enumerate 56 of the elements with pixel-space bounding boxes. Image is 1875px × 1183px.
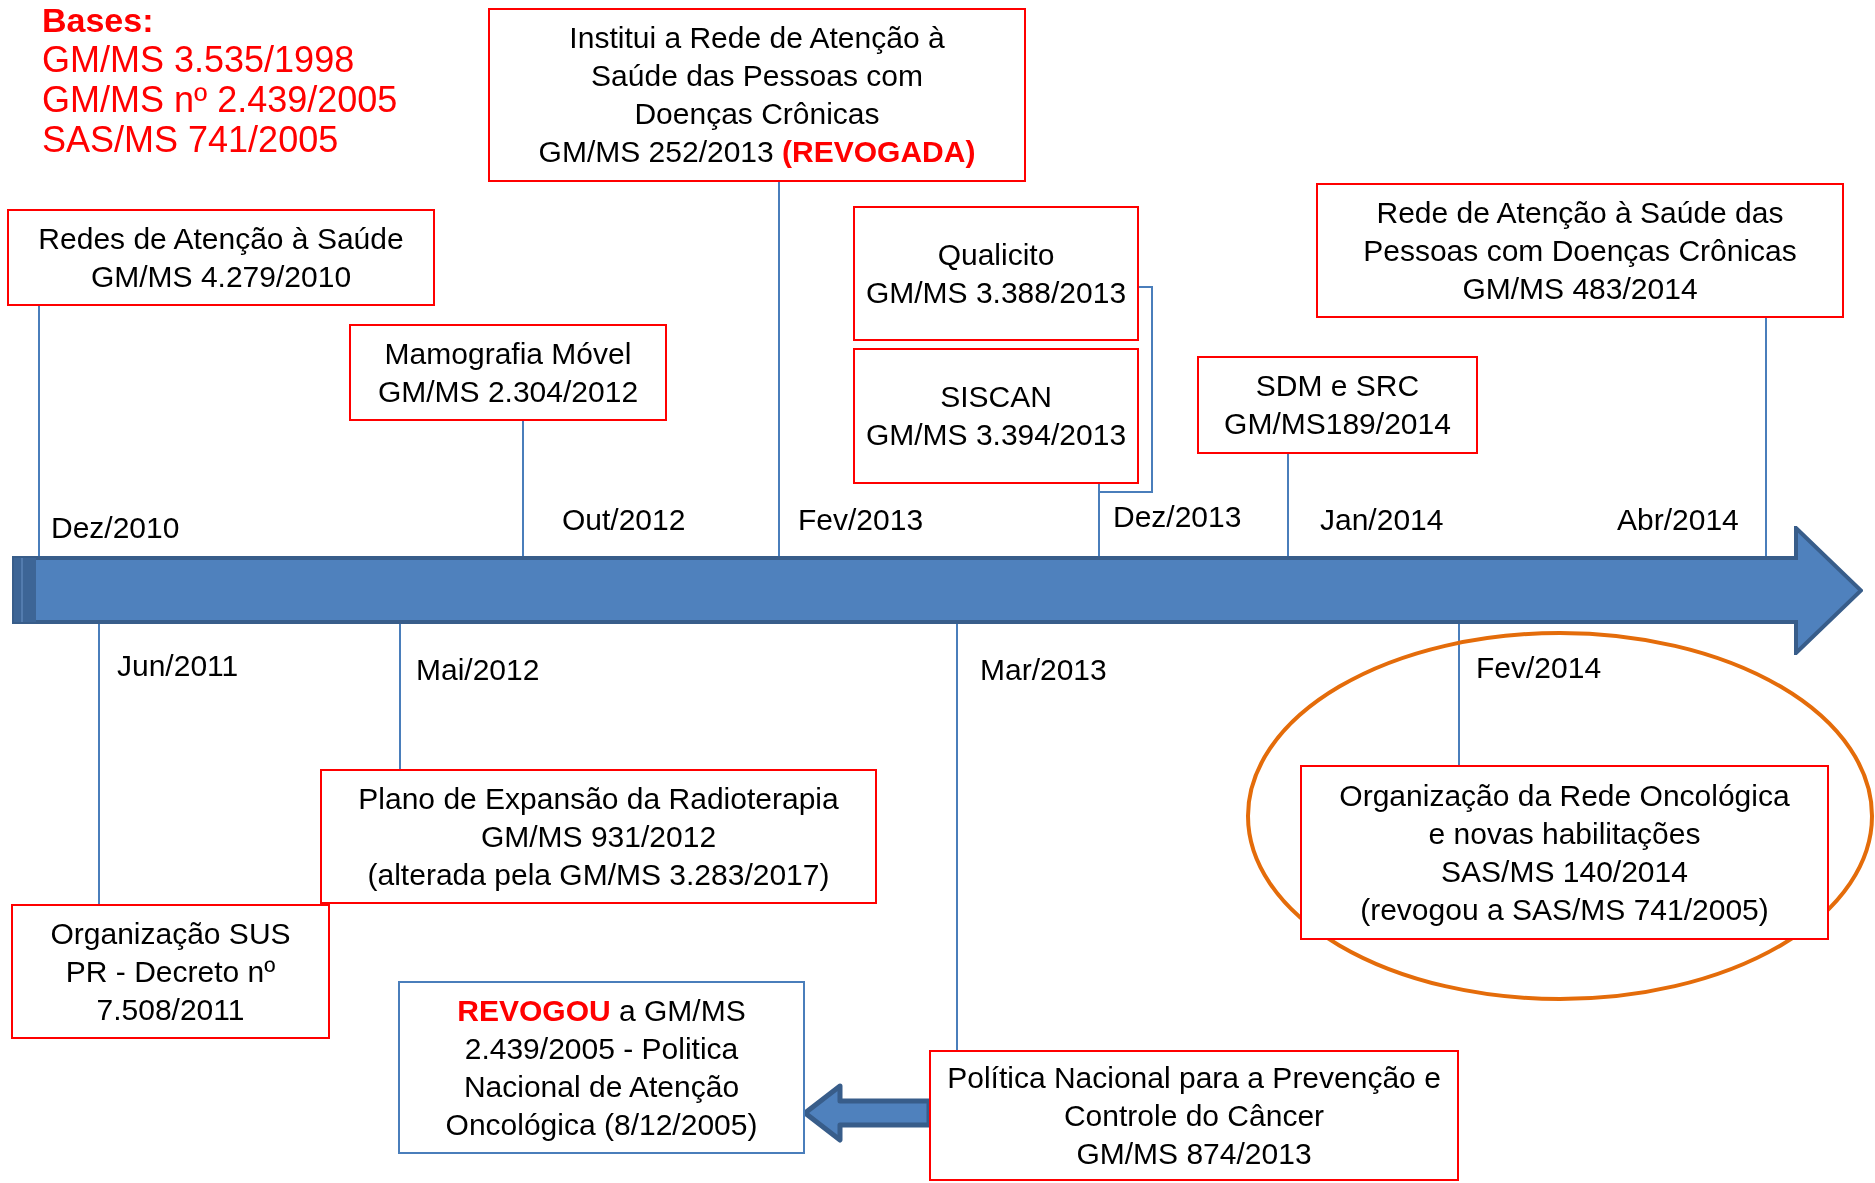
text-box bbox=[11, 904, 330, 1039]
text-box bbox=[7, 209, 435, 306]
text-box bbox=[320, 769, 877, 904]
box-text: GM/MS 874/2013 bbox=[1076, 1135, 1312, 1172]
text-box bbox=[398, 981, 805, 1154]
box-text: GM/MS 3.388/2013 bbox=[865, 274, 1127, 311]
box-text: GM/MS 483/2014 bbox=[1462, 270, 1698, 307]
text-box bbox=[929, 1050, 1459, 1181]
block-arrow bbox=[802, 1083, 932, 1143]
connector-line bbox=[38, 305, 40, 559]
connector-line bbox=[1765, 317, 1767, 559]
box-text: Plano de Expansão da Radioterapia bbox=[358, 780, 839, 817]
box-text: SAS/MS 140/2014 bbox=[1441, 853, 1688, 890]
date-label: Out/2012 bbox=[562, 502, 686, 538]
box-text: GM/MS189/2014 bbox=[1224, 406, 1451, 442]
box-text: GM/MS 3.394/2013 bbox=[865, 417, 1127, 453]
box-text: Rede de Atenção à Saúde das Pessoas com Doenças Crônicas bbox=[1362, 194, 1798, 269]
date-label: Fev/2013 bbox=[798, 502, 924, 538]
date-label: Abr/2014 bbox=[1617, 502, 1739, 538]
date-label: Jan/2014 bbox=[1320, 502, 1444, 538]
note-text: Bases: bbox=[42, 0, 154, 40]
connector-line bbox=[778, 181, 780, 559]
box-text: GM/MS 2.304/2012 bbox=[377, 373, 639, 410]
date-label: Dez/2010 bbox=[51, 510, 180, 546]
note-text: GM/MS nº 2.439/2005 bbox=[42, 80, 398, 120]
box-text: (revogou a SAS/MS 741/2005) bbox=[1360, 891, 1769, 928]
text-box bbox=[853, 348, 1139, 484]
text-box bbox=[853, 206, 1139, 341]
box-text: Redes de Atenção à Saúde bbox=[38, 220, 404, 257]
connector-line bbox=[522, 420, 524, 559]
date-label: Mar/2013 bbox=[980, 652, 1107, 688]
note-text: GM/MS 3.535/1998 bbox=[42, 40, 355, 80]
text-box bbox=[1300, 765, 1829, 940]
text-box bbox=[1316, 183, 1844, 318]
box-text: Qualicito bbox=[937, 236, 1055, 273]
connector-line bbox=[1287, 453, 1289, 559]
text-box bbox=[488, 8, 1026, 182]
box-text: Institui a Rede de Atenção à Saúde das Pessoas com Doenças Crônicas bbox=[568, 20, 946, 132]
box-text: GM/MS 931/2012 bbox=[480, 818, 717, 855]
box-text: Organização da Rede Oncológica e novas habilitações bbox=[1338, 777, 1791, 852]
text-box bbox=[349, 324, 667, 421]
box-text: Mamografia Móvel bbox=[384, 335, 632, 372]
date-label: Dez/2013 bbox=[1113, 499, 1242, 535]
date-label: Jun/2011 bbox=[117, 648, 239, 684]
date-label: Fev/2014 bbox=[1476, 650, 1602, 686]
box-text: SDM e SRC bbox=[1255, 368, 1420, 404]
box-text: REVOGOU a GM/MS 2.439/2005 - Politica Nacional de Atenção Oncológica (8/12/2005) bbox=[444, 992, 759, 1143]
box-text: (alterada pela GM/MS 3.283/2017) bbox=[367, 856, 830, 893]
text-box bbox=[1197, 356, 1478, 454]
box-text: Política Nacional para a Prevenção e Controle do Câncer bbox=[946, 1059, 1442, 1134]
box-text: GM/MS 4.279/2010 bbox=[90, 258, 352, 295]
box-text: Organização SUS PR - Decreto nº 7.508/2011 bbox=[49, 915, 292, 1028]
box-text: SISCAN bbox=[940, 379, 1052, 415]
date-label: Mai/2012 bbox=[416, 652, 540, 688]
note-text: SAS/MS 741/2005 bbox=[42, 120, 339, 160]
box-text: GM/MS 252/2013 (REVOGADA) bbox=[538, 134, 976, 170]
